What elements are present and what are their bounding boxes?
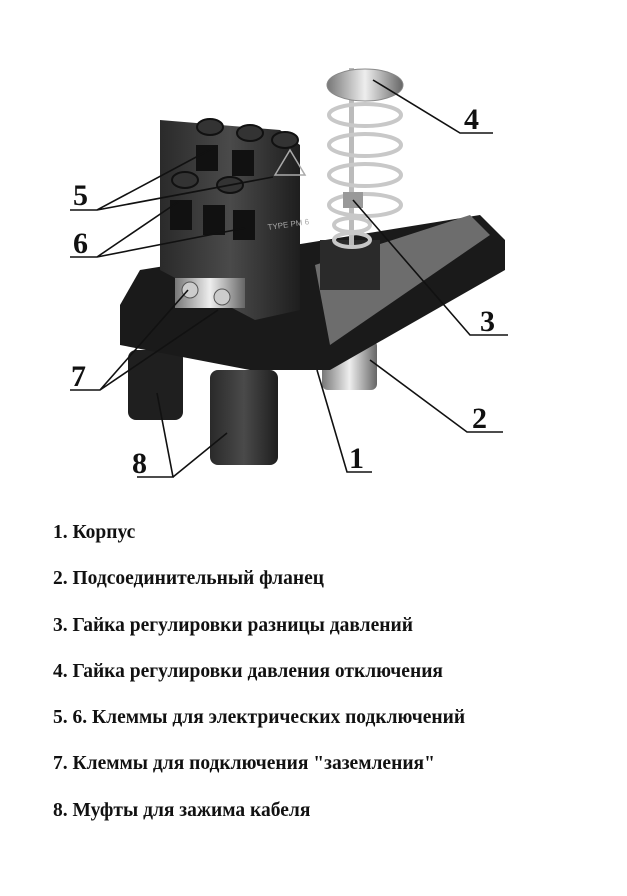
leader-lines <box>70 79 508 478</box>
legend-item: 2. Подсоединительный фланец <box>53 568 324 590</box>
callout-8: 8 <box>132 447 147 480</box>
parts-legend: 1. Корпус 2. Подсоединительный фланец 3.… <box>53 518 465 842</box>
callout-3: 3 <box>480 305 495 338</box>
legend-item: 8. Муфты для зажима кабеля <box>53 799 311 821</box>
terminal-block <box>160 120 300 320</box>
cable-gland-right <box>210 370 278 465</box>
callout-7: 7 <box>71 360 86 393</box>
legend-item: 5. 6. Клеммы для электрических подключен… <box>53 707 466 729</box>
callout-4: 4 <box>464 103 479 136</box>
device-photo: TYPE PM 6 <box>120 68 505 465</box>
legend-item: 3. Гайка регулировки разницы давлений <box>53 614 413 636</box>
legend-item: 1. Корпус <box>53 522 136 543</box>
callout-2: 2 <box>472 402 487 435</box>
callout-5: 5 <box>73 179 88 212</box>
pressure-switch-diagram: TYPE PM 6 1 2 3 4 5 6 7 8 <box>70 68 508 480</box>
callout-labels: 1 2 3 4 5 6 7 8 <box>71 103 495 480</box>
callout-1: 1 <box>349 442 364 475</box>
legend-item: 7. Клеммы для подключения "заземления" <box>53 753 435 775</box>
spring <box>327 102 403 249</box>
legend-item: 4. Гайка регулировки давления отключения <box>53 660 443 682</box>
cable-gland-left <box>128 350 183 420</box>
callout-6: 6 <box>73 227 88 260</box>
spring-top-washer <box>326 68 404 102</box>
